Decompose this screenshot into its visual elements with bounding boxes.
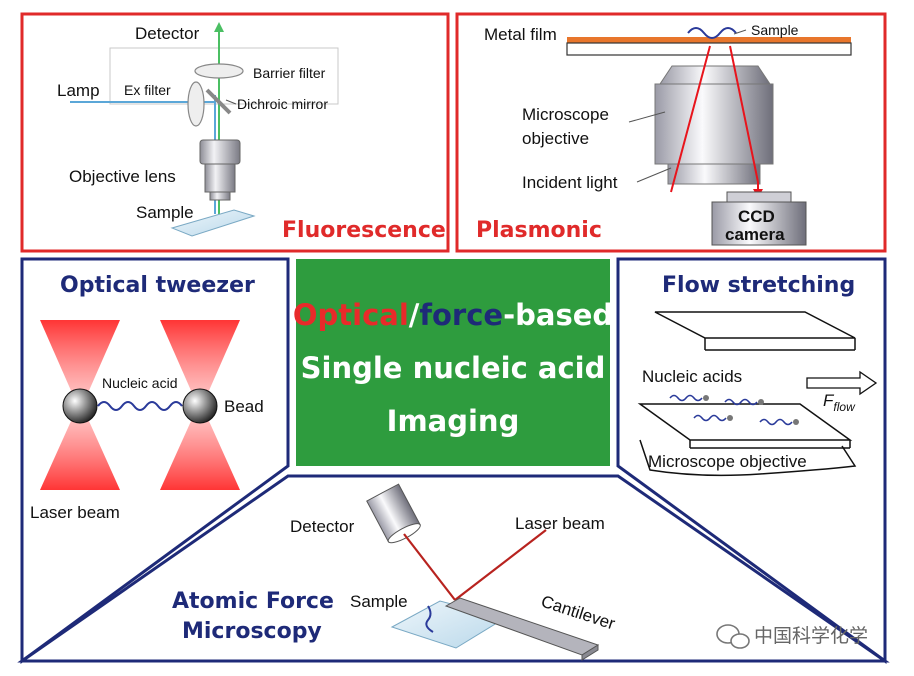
flow-molecule-2-bead	[758, 399, 764, 405]
plas-sample-label: Sample	[751, 22, 799, 38]
plas-objective-label-2: objective	[522, 129, 589, 148]
afm-laser-in	[403, 533, 456, 601]
barrier-filter-icon	[194, 63, 244, 79]
flow-objective-label: Microscope objective	[648, 452, 807, 471]
objective-lens-icon	[199, 139, 241, 165]
ccd-camera-icon	[711, 201, 807, 246]
plas-metalfilm-label: Metal film	[484, 25, 557, 44]
afm-laser-label: Laser beam	[515, 514, 605, 533]
center-line3: Imaging	[387, 404, 520, 438]
laser-cone-left-top	[40, 320, 120, 402]
optical-tweezer-panel: Optical tweezer Nucleic acid Bead Laser …	[20, 257, 290, 664]
tweezer-nucleic-label: Nucleic acid	[102, 375, 177, 391]
wechat-icon	[716, 624, 750, 649]
tweezer-nucleic-acid-icon	[97, 401, 183, 411]
plasmonic-objective-body	[654, 83, 774, 165]
laser-cone-left-bottom	[40, 410, 120, 490]
fluor-exfilter-label: Ex filter	[124, 82, 171, 98]
flow-sub-letter: flow	[833, 400, 856, 414]
incident-pointer	[636, 167, 672, 183]
plas-incident-label: Incident light	[522, 173, 618, 192]
sample-slide-icon	[170, 209, 256, 237]
center-green-box	[296, 259, 610, 466]
afm-detector-label: Detector	[290, 517, 355, 536]
afm-frame	[17, 474, 890, 663]
fluor-objective-label: Objective lens	[69, 167, 176, 186]
plasmonic-title: Plasmonic	[476, 218, 602, 243]
laser-cone-right-bottom	[160, 410, 240, 490]
tweezer-laser-label: Laser beam	[30, 503, 120, 522]
objective-lens-body	[204, 163, 236, 193]
center-line2: Single nucleic acid	[301, 351, 606, 385]
dichroic-mirror-icon	[205, 88, 232, 115]
center-line1: Optical/force-based	[293, 298, 613, 332]
based-word: -based	[503, 298, 613, 332]
optical-tweezer-title: Optical tweezer	[60, 273, 255, 298]
watermark: 中国科学化学	[716, 624, 868, 649]
slash-word: /	[409, 298, 420, 332]
bead-left-icon	[62, 388, 98, 424]
fluor-detector-label: Detector	[135, 24, 200, 43]
watermark-text: 中国科学化学	[754, 625, 868, 647]
flow-molecule-2	[724, 398, 758, 406]
optical-word: Optical	[293, 298, 409, 332]
incident-light-path	[670, 45, 711, 193]
plasmonic-panel: Metal film Sample Microscope objective I…	[455, 12, 887, 253]
afm-panel: Detector Laser beam Sample Cantilever At…	[17, 474, 890, 663]
reflected-light-path	[729, 45, 759, 183]
afm-sample-label: Sample	[350, 592, 408, 611]
flow-molecule-3-bead	[727, 415, 733, 421]
flow-molecule-1	[669, 394, 703, 402]
fluorescence-title: Fluorescence	[282, 218, 446, 243]
plasmonic-objective-icon	[659, 65, 771, 85]
plas-objective-label-1: Microscope	[522, 105, 609, 124]
flow-stretching-title: Flow stretching	[662, 273, 855, 298]
flow-molecule-3	[693, 414, 727, 422]
plasmonic-objective-base	[667, 163, 761, 185]
plas-ccd-label-1: CCD	[738, 207, 775, 226]
afm-title-line1: Atomic Force	[172, 589, 334, 614]
filter-cube-box	[109, 47, 339, 105]
fluor-dichroic-label: Dichroic mirror	[237, 96, 328, 112]
tweezer-bead-label: Bead	[224, 397, 264, 416]
force-word: force	[419, 298, 503, 332]
ex-filter-icon	[187, 81, 205, 127]
fluorescence-panel: Detector Lamp Ex filter Barrier filter D…	[20, 12, 450, 253]
flow-molecule-1-bead	[703, 395, 709, 401]
objective-pointer	[628, 111, 666, 123]
flow-molecule-4	[759, 418, 793, 426]
flow-molecule-4-bead	[793, 419, 799, 425]
laser-cone-right-top	[160, 320, 240, 402]
afm-cantilever-side	[581, 644, 599, 661]
detector-arrow-icon	[214, 22, 224, 32]
bead-right-icon	[182, 388, 218, 424]
dichroic-pointer	[225, 99, 237, 105]
ccd-camera-top	[726, 191, 792, 203]
flow-force-label: Fflow	[823, 391, 856, 414]
afm-sample-molecule	[425, 605, 434, 633]
objective-lens-tip	[209, 191, 231, 201]
center-title-box: Optical/force-based Single nucleic acid …	[293, 259, 613, 466]
sample-pointer	[733, 29, 747, 35]
afm-title-line2: Microscopy	[182, 619, 322, 644]
plas-ccd-label-2: camera	[725, 225, 785, 244]
flow-arrow-icon	[806, 370, 878, 396]
fluor-sample-label: Sample	[136, 203, 194, 222]
metal-film-icon	[567, 37, 851, 43]
flow-objective-icon	[639, 439, 857, 477]
flow-f-letter: F	[823, 391, 835, 410]
fluor-lamp-label: Lamp	[57, 81, 100, 100]
afm-laser-out	[454, 529, 547, 601]
flow-nucleic-label: Nucleic acids	[642, 367, 742, 386]
plasmonic-sample-wave	[687, 27, 737, 39]
fluor-barrier-label: Barrier filter	[253, 65, 326, 81]
